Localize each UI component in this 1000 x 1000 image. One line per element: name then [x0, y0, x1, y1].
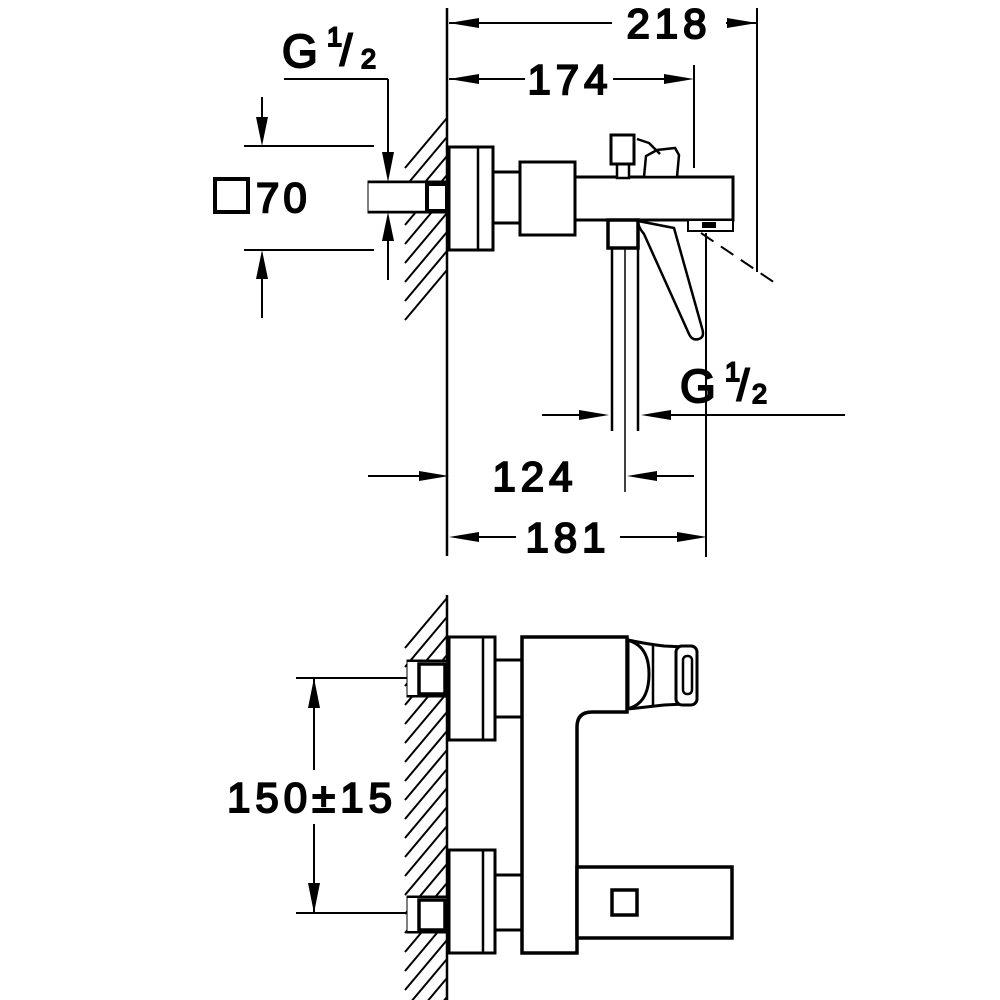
inlet-thread-numerator: 1	[327, 22, 342, 52]
hatch-line	[404, 692, 448, 744]
dim-150-label: 150±15	[227, 774, 397, 821]
hatch-line	[404, 844, 448, 896]
valve-body-side	[518, 160, 577, 237]
hatch-line	[404, 730, 448, 782]
inlet-pipe	[367, 180, 449, 214]
hatch-line	[404, 711, 448, 763]
neck-front-bottom	[493, 873, 524, 932]
hatch-line	[404, 117, 448, 169]
outlet-thread-letter: G	[680, 360, 716, 412]
hatch-line	[404, 136, 448, 188]
dim-181: 181	[449, 233, 707, 562]
lever-handle-front	[626, 638, 699, 711]
escutcheon-front-bottom	[447, 848, 497, 955]
hatch-line	[427, 977, 448, 1000]
neck-side	[491, 170, 522, 225]
escutcheon-side	[447, 145, 495, 252]
hatch-line	[404, 597, 448, 649]
square-dimension-icon	[213, 177, 250, 214]
neck-front-top	[493, 658, 524, 719]
inlet-thread-denominator: 2	[361, 44, 376, 74]
hatch-line	[404, 787, 448, 839]
wall-hatching-side	[404, 117, 448, 321]
spout-square-detail	[610, 888, 639, 917]
inlet-thread-slash: /	[340, 26, 353, 75]
wall-hatching-front	[404, 597, 448, 1000]
dim-outlet-thread: G 1 / 2	[542, 356, 845, 420]
inlet-thread-letter: G	[282, 25, 318, 77]
front-view: 150±15	[226, 595, 734, 1000]
hatch-line	[404, 250, 448, 302]
shower-outlet-port	[606, 218, 640, 492]
lever-arc-detail	[629, 639, 651, 710]
hatch-line	[404, 806, 448, 858]
spout-front	[575, 865, 734, 940]
dim-124: 124	[368, 452, 694, 501]
outlet-thread-denominator: 2	[752, 379, 767, 409]
cold-supply-connection	[406, 895, 448, 934]
dim-181-label: 181	[525, 514, 610, 561]
hatch-line	[404, 749, 448, 801]
aerator-outlet	[702, 222, 716, 228]
dim-70-label: 70	[256, 174, 311, 221]
hatch-line	[404, 825, 448, 877]
swing-range-dashed-line	[700, 232, 779, 286]
diverter-stem	[615, 162, 631, 180]
hatch-line	[404, 616, 448, 668]
hatch-line	[404, 231, 448, 283]
lever-cap-slot	[681, 654, 694, 696]
side-view: 218 174 G 1 / 2	[213, 0, 845, 562]
outlet-thread-numerator: 1	[725, 357, 740, 387]
hatch-line	[404, 939, 448, 991]
mixer-body-front	[520, 635, 629, 955]
dim-150: 150±15	[226, 677, 416, 914]
hatch-line	[404, 269, 448, 321]
dim-218-label: 218	[626, 0, 711, 47]
dim-174: 174	[449, 55, 695, 168]
supply-nut-bottom	[417, 898, 447, 932]
mixer-body-side	[573, 175, 735, 222]
lever-hub-side	[642, 146, 681, 179]
lever-handle-side	[636, 219, 705, 341]
dim-218: 218	[449, 0, 758, 272]
lever-tip-mark	[636, 137, 661, 155]
hatch-line	[411, 958, 448, 1000]
hatch-line	[404, 212, 448, 264]
supply-nut-top	[417, 662, 447, 696]
dim-124-label: 124	[492, 453, 577, 500]
dim-inlet-thread: G 1 / 2	[281, 21, 394, 280]
inlet-union-nut	[425, 182, 449, 213]
dim-174-label: 174	[527, 56, 612, 103]
hatch-line	[404, 768, 448, 820]
diverter-knob	[609, 133, 636, 166]
hot-supply-connection	[406, 659, 448, 698]
outlet-thread-slash: /	[737, 361, 750, 410]
dim-70: 70	[213, 97, 374, 318]
escutcheon-front-top	[447, 635, 497, 742]
